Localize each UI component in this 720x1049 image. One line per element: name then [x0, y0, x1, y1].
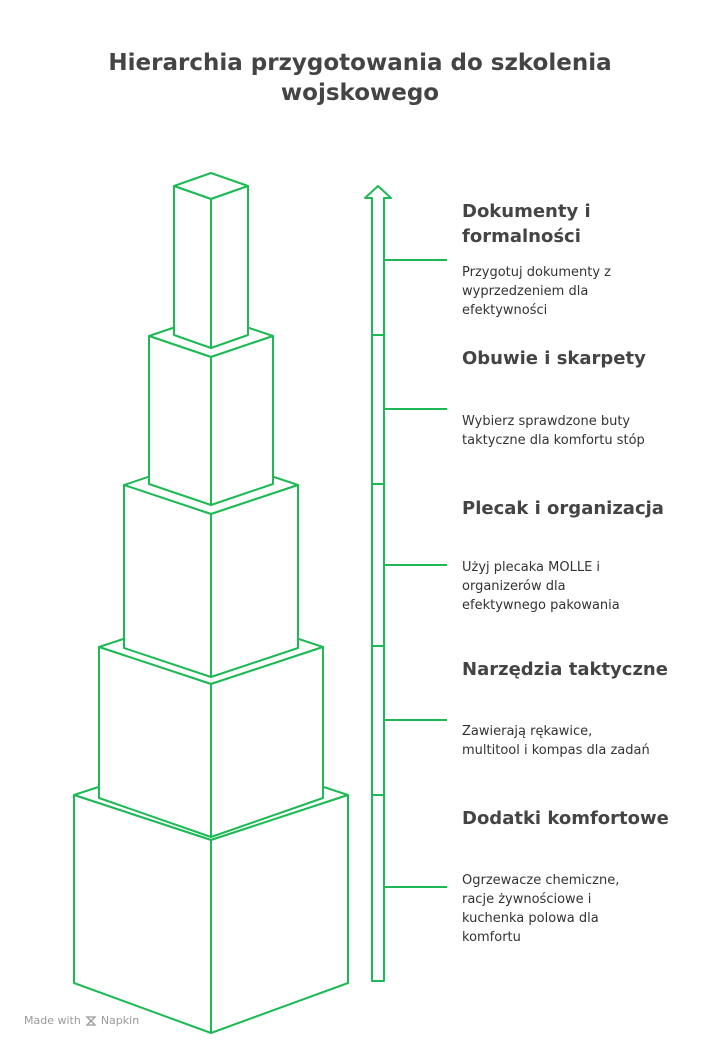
made-with-label: Made with — [24, 1014, 81, 1027]
hierarchy-arrow-icon — [364, 185, 392, 982]
block-level-1 — [173, 172, 249, 349]
page-title: Hierarchia przygotowania do szkolenia wo… — [108, 50, 612, 106]
footer-branding: Made with Napkin — [24, 1014, 139, 1027]
item-1-desc: Przygotuj dokumenty z wyprzedzeniem dla … — [462, 265, 611, 318]
item-5-title: Dodatki komfortowe — [462, 808, 669, 829]
napkin-logo-icon — [85, 1015, 97, 1026]
item-3-title: Plecak i organizacja — [462, 498, 664, 519]
brand-label: Napkin — [100, 1014, 140, 1027]
item-2-desc: Wybierz sprawdzone buty taktyczne dla ko… — [462, 414, 645, 448]
item-1-title: Dokumenty i formalności — [462, 201, 591, 247]
item-4-title: Narzędzia taktyczne — [462, 659, 668, 680]
item-3-desc: Użyj plecaka MOLLE i organizerów dla efe… — [462, 560, 620, 613]
item-4-desc: Zawierają rękawice, multitool i kompas d… — [462, 724, 650, 758]
item-2-title: Obuwie i skarpety — [462, 348, 646, 369]
item-5-desc: Ogrzewacze chemiczne, racje żywnościowe … — [462, 873, 620, 945]
